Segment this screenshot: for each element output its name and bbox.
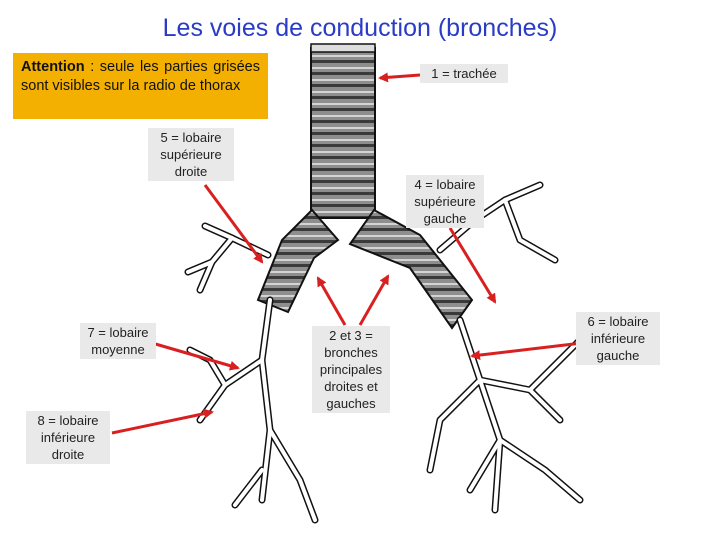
left-main-bronchus [348,208,474,330]
attention-note: Attention : seule les parties grisées so… [13,53,268,119]
label-right-middle: 7 = lobaire moyenne [80,323,156,359]
arrow-left-lower [470,341,583,361]
arrow-main-right [316,276,347,326]
arrow-right-upper [203,184,264,264]
label-right-lower: 8 = lobaire inférieure droite [26,411,110,464]
label-main-bronchi: 2 et 3 = bronches principales droites et… [312,326,390,413]
page-title: Les voies de conduction (bronches) [0,14,720,43]
pointer-arrows [111,72,583,435]
title-sub: (bronches) [437,14,558,42]
label-trachea: 1 = trachée [420,64,508,83]
right-main-bronchus [256,208,340,314]
attention-lead: Attention [21,59,85,75]
arrow-left-upper [448,227,497,304]
label-right-upper: 5 = lobaire supérieure droite [148,128,234,181]
arrow-trachea [378,72,421,83]
arrow-right-middle [151,341,240,371]
title-main: Les voies de conduction [162,14,431,42]
label-left-upper: 4 = lobaire supérieure gauche [406,175,484,228]
attention-text: : seule les parties grisées sont visible… [21,59,260,94]
label-left-lower: 6 = lobaire inférieure gauche [576,312,660,365]
arrow-right-lower [111,408,214,435]
arrow-main-left [358,274,390,326]
trachea-shape [310,43,376,219]
